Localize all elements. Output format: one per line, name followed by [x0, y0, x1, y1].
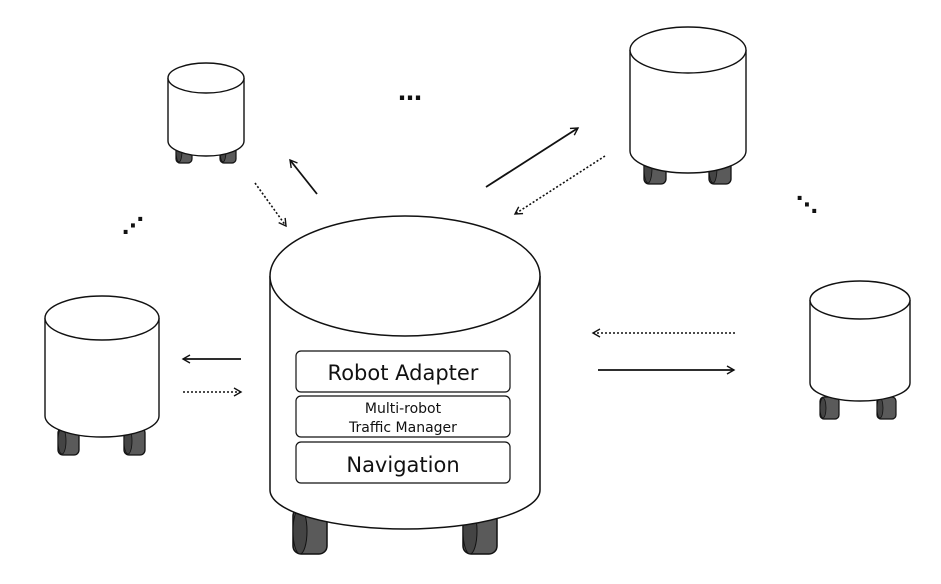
central-robot: Robot Adapter Multi-robot Traffic Manage…	[269, 215, 541, 555]
module-traffic-manager: Multi-robot Traffic Manager	[295, 395, 511, 438]
robot-left	[44, 295, 160, 456]
ellipsis-top: …	[398, 78, 422, 106]
ellipsis-right: ⋱	[796, 193, 818, 218]
robot-top-left	[167, 62, 245, 164]
arrow-to-top-left-robot	[289, 158, 318, 195]
arrow-from-top-right-robot	[513, 155, 606, 215]
module-traffic-manager-label-line1: Multi-robot	[365, 401, 442, 417]
arrow-to-top-right-robot	[485, 127, 580, 188]
module-navigation-label: Navigation	[346, 453, 459, 477]
ellipsis-left: ⋰	[122, 214, 144, 239]
module-robot-adapter: Robot Adapter	[295, 350, 511, 393]
robot-top-right	[629, 26, 747, 185]
robot-right	[809, 280, 911, 420]
module-navigation: Navigation	[295, 441, 511, 484]
module-traffic-manager-label-line2: Traffic Manager	[348, 420, 457, 436]
arrow-from-top-left-robot	[254, 182, 287, 228]
module-robot-adapter-label: Robot Adapter	[328, 361, 479, 385]
central-robot-top	[269, 215, 541, 337]
